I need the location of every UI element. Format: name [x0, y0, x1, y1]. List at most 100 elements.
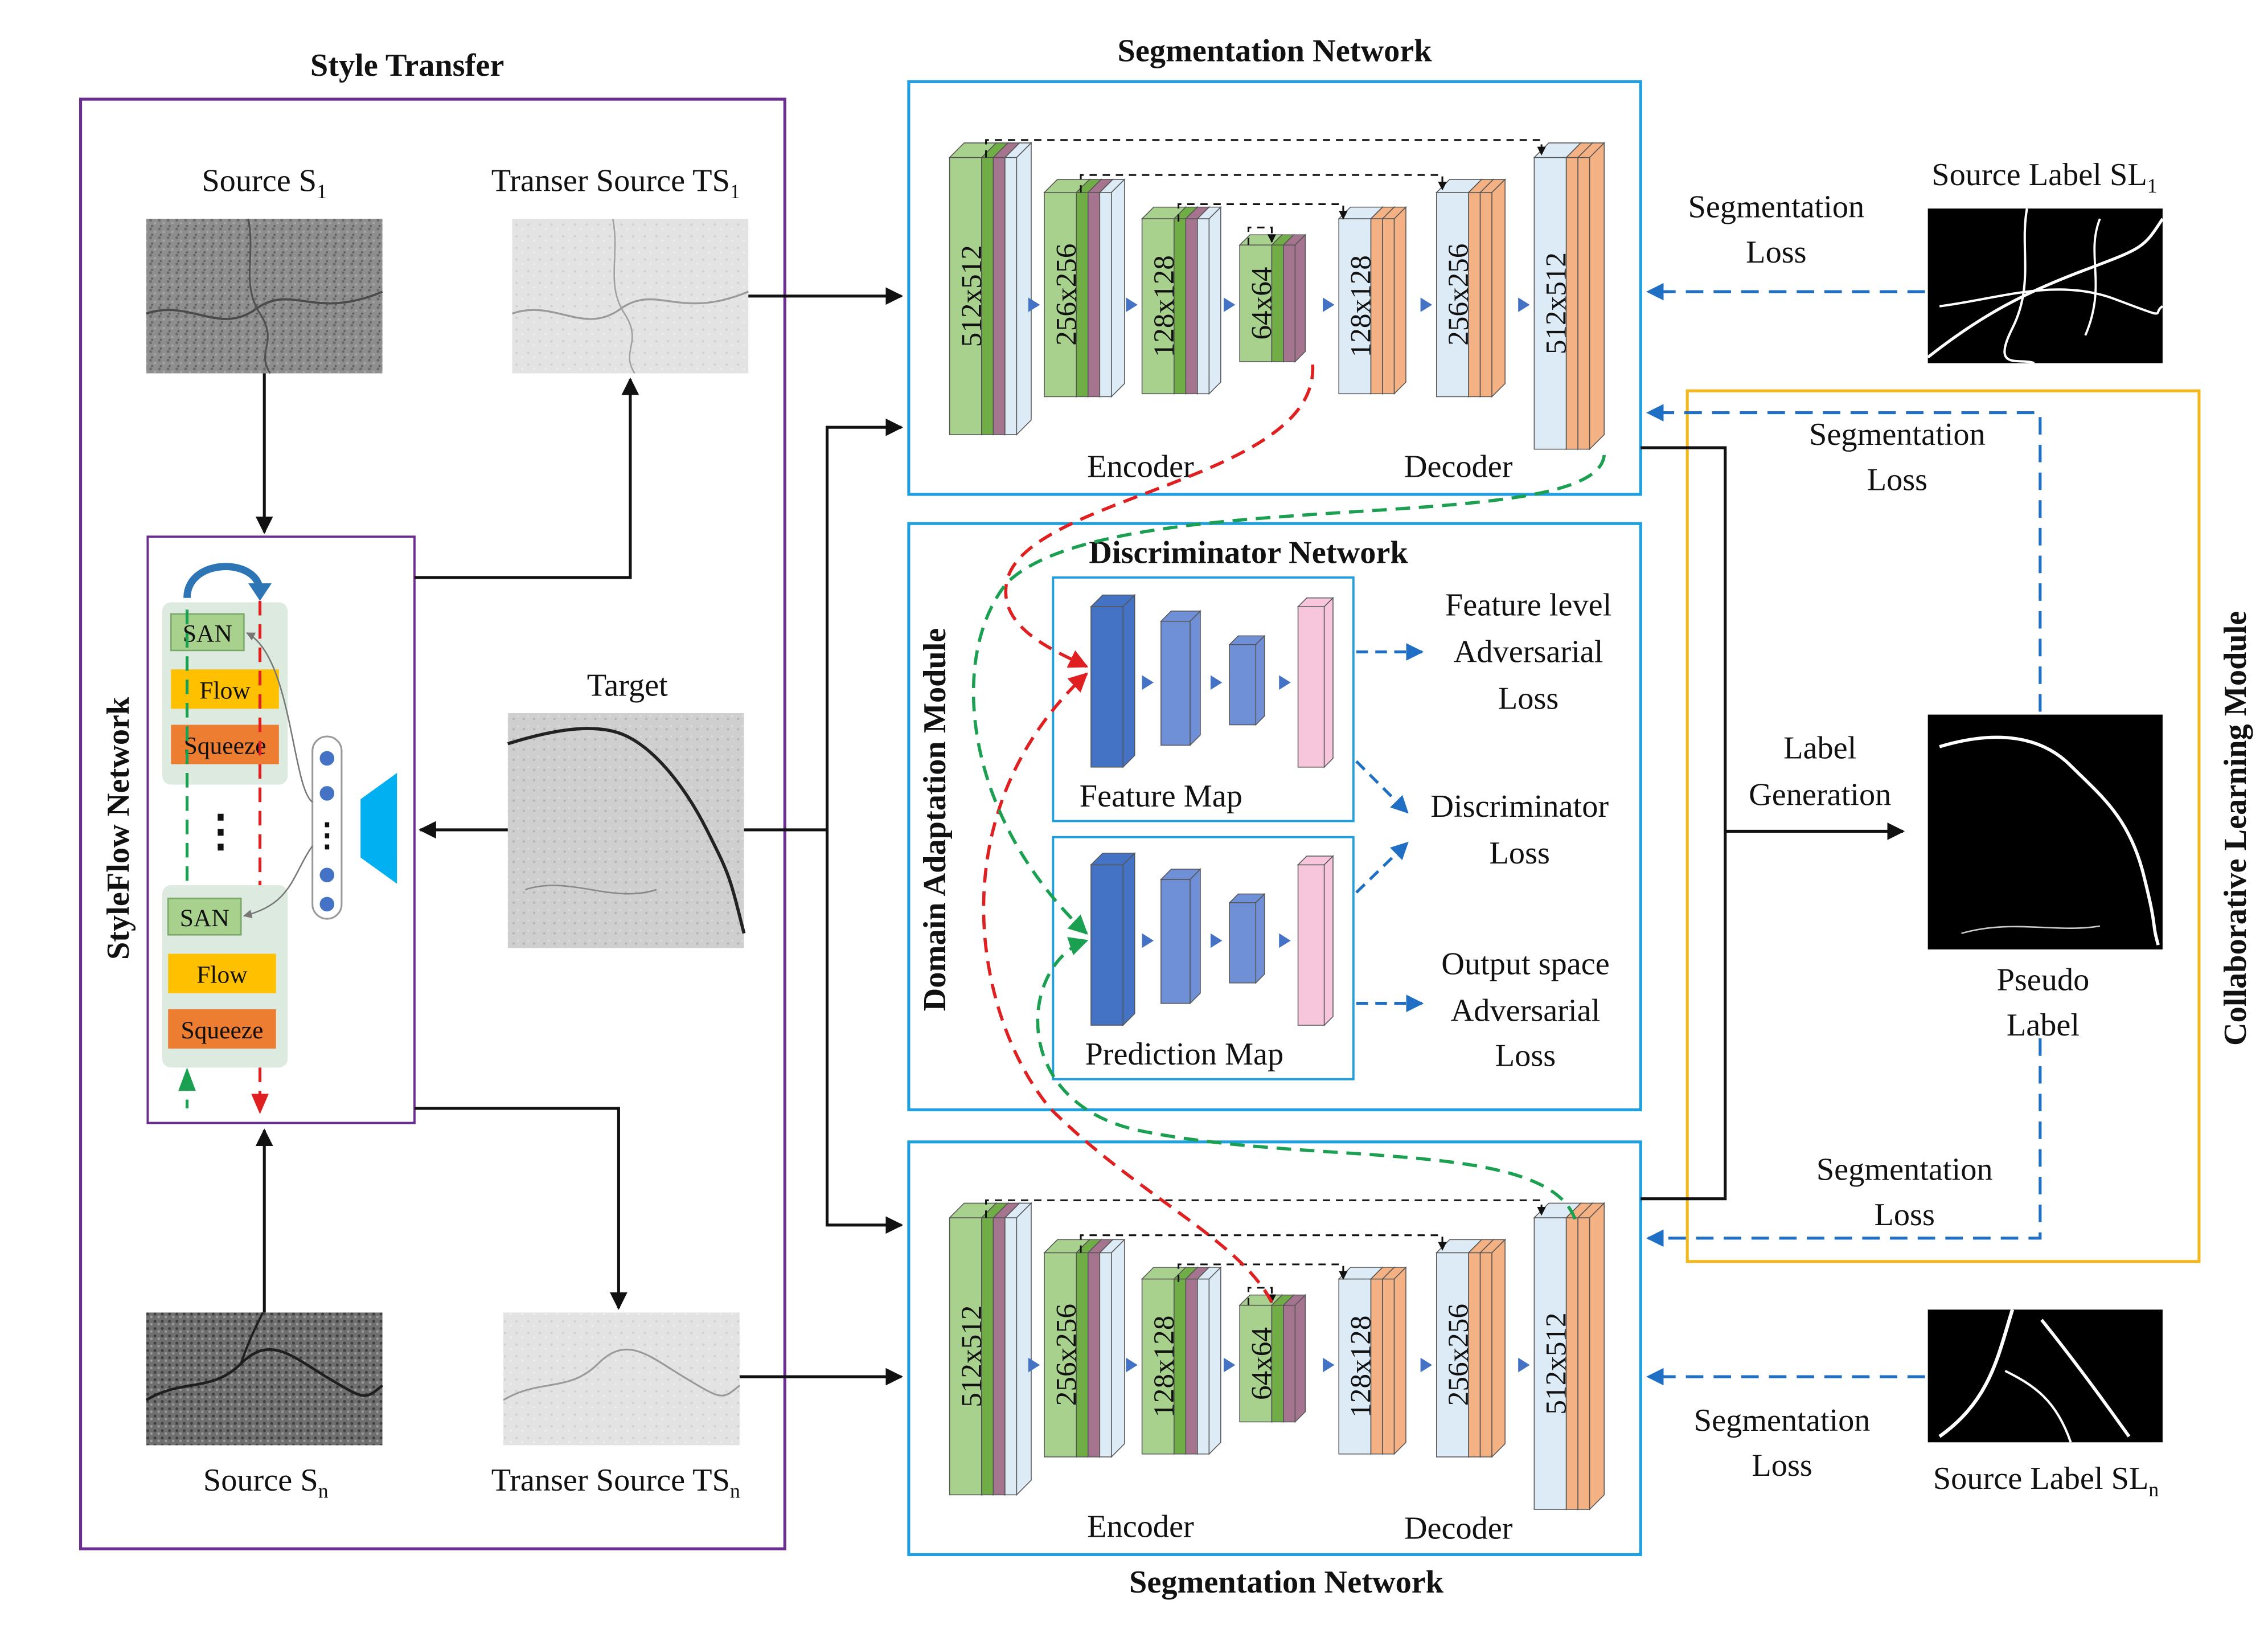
- style-transfer-panel: Style Transfer Source S1 Transer Source …: [79, 48, 786, 1550]
- seg-stack-bottom: 512x512 256x256 128x128 64x64 128x128 256x256…: [948, 1199, 1606, 1511]
- seg-layer-label: 512x512: [955, 245, 988, 347]
- disc-loss-line2: Loss: [1490, 836, 1550, 871]
- seg-loss-top-line1: Segmentation: [1688, 190, 1865, 225]
- feature-loss-line1: Feature level: [1445, 588, 1611, 623]
- label-generation-1: Label: [1783, 730, 1856, 766]
- layer-arrow: [1223, 1357, 1236, 1373]
- green-output-curve-top: [971, 455, 1606, 935]
- seg-layer-label: 64x64: [1245, 267, 1278, 340]
- seg-layer-512x512: 512x512: [1533, 142, 1606, 451]
- segmentation-network-bottom: 512x512 256x256 128x128 64x64 128x128 256x256…: [907, 1140, 1642, 1600]
- seg-layer-128x128: 128x128: [1141, 1266, 1222, 1455]
- output-loss-line3: Loss: [1495, 1038, 1556, 1074]
- transfer-ts1-caption: Transer Source TS1: [491, 163, 740, 203]
- source-sn-caption: Source Sn: [203, 1463, 329, 1503]
- seg-layer-label: 256x256: [1050, 1304, 1082, 1406]
- seg-layer-label: 128x128: [1345, 1316, 1377, 1418]
- disc-layer: [1228, 635, 1266, 726]
- flow-label-lower: Flow: [196, 961, 248, 989]
- target-image: [507, 713, 746, 948]
- layer-arrow: [1142, 675, 1154, 690]
- source-sn-image: [145, 1312, 384, 1446]
- flow-box-lower: [168, 953, 276, 993]
- disc-layer: [1160, 609, 1201, 747]
- skip-connection: [1080, 174, 1447, 193]
- feature-loss-line2: Adversarial: [1454, 634, 1603, 669]
- disc-layer: [1297, 596, 1334, 768]
- disc-layer: [1090, 852, 1136, 1026]
- svg-text:⋮: ⋮: [311, 818, 343, 853]
- disc-stack-prediction: [1090, 852, 1334, 1026]
- collaborative-panel: Collaborative Learning Module Segmentati…: [1640, 389, 2253, 1263]
- seg-loss-bottom-line1: Segmentation: [1694, 1403, 1871, 1438]
- seg-layer-512x512: 512x512: [948, 1202, 1032, 1496]
- main-connectors: [739, 287, 1606, 1386]
- target-caption: Target: [587, 668, 668, 703]
- seg-layer-64x64: 64x64: [1238, 234, 1307, 363]
- domain-adaptation-label: Domain Adaptation Module: [917, 628, 953, 1012]
- output-loss-line1: Output space: [1441, 946, 1610, 981]
- seg-layer-label: 256x256: [1050, 244, 1082, 346]
- layer-arrow: [1210, 933, 1223, 948]
- disc-layer: [1297, 855, 1334, 1026]
- seg-layer-128x128: 128x128: [1338, 1266, 1407, 1455]
- pseudo-label-1: Pseudo: [1997, 963, 2090, 998]
- discriminator-title: Discriminator Network: [1089, 535, 1408, 570]
- style-vector: [311, 735, 343, 920]
- style-transfer-box: [79, 97, 786, 1550]
- disc-layer: [1228, 893, 1266, 984]
- style-transfer-title: Style Transfer: [310, 48, 504, 83]
- skip-connection: [1247, 226, 1277, 245]
- seg-layer-256x256: 256x256: [1435, 1238, 1506, 1458]
- source-label-sl1-image: [1927, 208, 2164, 365]
- source-label-sl1-caption: Source Label SL1: [1931, 157, 2157, 197]
- san-label-upper: SAN: [183, 620, 232, 648]
- layer-arrow: [1126, 1357, 1138, 1373]
- pseudo-label-image: [1927, 714, 2163, 949]
- loop-arrow: [183, 563, 264, 599]
- seg-layer-128x128: 128x128: [1338, 206, 1407, 395]
- layer-arrow: [1279, 933, 1291, 948]
- collab-seg-loss-lower-2: Loss: [1874, 1197, 1934, 1233]
- source-label-sln-caption: Source Label SLn: [1933, 1461, 2159, 1501]
- collab-module-label: Collaborative Learning Module: [2218, 611, 2253, 1046]
- layer-arrow: [1028, 297, 1040, 312]
- seg-layer-256x256: 256x256: [1043, 178, 1126, 398]
- feature-map-label: Feature Map: [1080, 779, 1242, 814]
- feature-map-box: [1052, 576, 1355, 822]
- skip-connection: [985, 1199, 1546, 1218]
- seg-layer-256x256: 256x256: [1043, 1238, 1126, 1458]
- seg-layer-label: 128x128: [1148, 1316, 1180, 1418]
- layer-arrow: [1323, 1357, 1335, 1373]
- encoder-label-bottom: Encoder: [1087, 1509, 1194, 1545]
- label-side: Source Label SL1 Segmentation Loss Sourc…: [1646, 157, 2164, 1501]
- layer-arrow: [1518, 297, 1530, 312]
- transfer-tsn-caption: Transer Source TSn: [491, 1463, 740, 1503]
- transfer-tsn-image: [503, 1312, 740, 1446]
- layer-arrow: [1223, 297, 1236, 312]
- layer-arrow: [1518, 1357, 1530, 1373]
- layer-arrow: [1420, 297, 1433, 312]
- san-label-lower: SAN: [180, 904, 229, 932]
- seg-title-top: Segmentation Network: [1118, 34, 1433, 69]
- layer-arrow: [1420, 1357, 1433, 1373]
- flow-label-upper: Flow: [199, 677, 251, 704]
- collab-box: [1685, 389, 2201, 1263]
- collab-seg-loss-upper-2: Loss: [1867, 462, 1927, 497]
- skip-connection: [1178, 203, 1348, 222]
- layer-arrow: [1279, 675, 1291, 690]
- skip-connection: [1247, 1287, 1277, 1305]
- red-feature-curve-bottom: [982, 672, 1273, 1303]
- collab-seg-loss-lower-1: Segmentation: [1816, 1152, 1993, 1187]
- san-box-lower: [167, 897, 242, 936]
- styleflow-network-label: StyleFlow Network: [101, 697, 136, 960]
- skip-connection: [985, 139, 1546, 158]
- seg-layer-label: 64x64: [1245, 1327, 1278, 1400]
- seg-layer-label: 256x256: [1442, 244, 1475, 346]
- san-box-upper: [170, 613, 245, 652]
- layer-arrow: [1323, 297, 1335, 312]
- pseudo-label-2: Label: [2007, 1008, 2080, 1043]
- squeeze-label-lower: Squeeze: [181, 1017, 263, 1044]
- seg-layer-128x128: 128x128: [1141, 206, 1222, 395]
